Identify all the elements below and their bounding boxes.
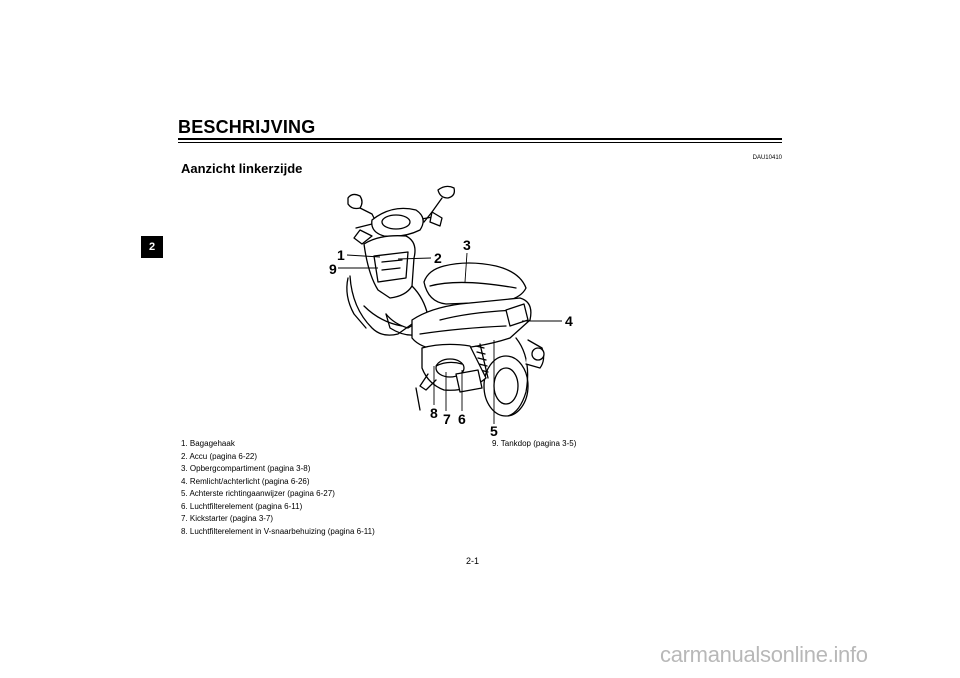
legend-item: 6. Luchtfilterelement (pagina 6-11): [181, 501, 303, 511]
legend-item: 9. Tankdop (pagina 3-5): [492, 439, 577, 448]
callout-8: 8: [430, 405, 438, 421]
chapter-tab[interactable]: 2: [141, 236, 163, 258]
legend-item: 8. Luchtfilterelement in V-snaarbehuizin…: [181, 526, 375, 536]
callout-2: 2: [434, 250, 442, 266]
callout-5: 5: [490, 423, 498, 439]
callout-6: 6: [458, 411, 466, 427]
legend-item: 1. Bagagehaak: [181, 439, 235, 448]
watermark: carmanualsonline.info: [660, 642, 868, 667]
legend-item: 5. Achterste richtingaanwijzer (pagina 6…: [181, 489, 335, 498]
section-subtitle: Aanzicht linkerzijde: [181, 161, 303, 176]
legend-item: 4. Remlicht/achterlicht (pagina 6-26): [181, 476, 310, 486]
legend-left: 1. Bagagehaak 2. Accu (pagina 6-22) 3. O…: [181, 438, 375, 538]
legend-right: 9. Tankdop (pagina 3-5): [492, 438, 576, 451]
callout-1: 1: [337, 247, 345, 263]
page-title: BESCHRIJVING: [178, 117, 316, 137]
legend-item: 7. Kickstarter (pagina 3-7): [181, 514, 274, 523]
callout-9: 9: [329, 261, 337, 277]
callout-3: 3: [463, 237, 471, 253]
scooter-illustration: [320, 178, 590, 440]
callout-7: 7: [443, 411, 451, 427]
title-rule-thin: [178, 142, 782, 143]
document-code: DAU10410: [752, 155, 782, 161]
page-number: 2-1: [466, 556, 480, 566]
legend-item: 2. Accu (pagina 6-22): [181, 451, 258, 461]
legend-item: 3. Opbergcompartiment (pagina 3-8): [181, 464, 311, 473]
title-rule: [178, 138, 782, 140]
callout-4: 4: [565, 313, 573, 329]
